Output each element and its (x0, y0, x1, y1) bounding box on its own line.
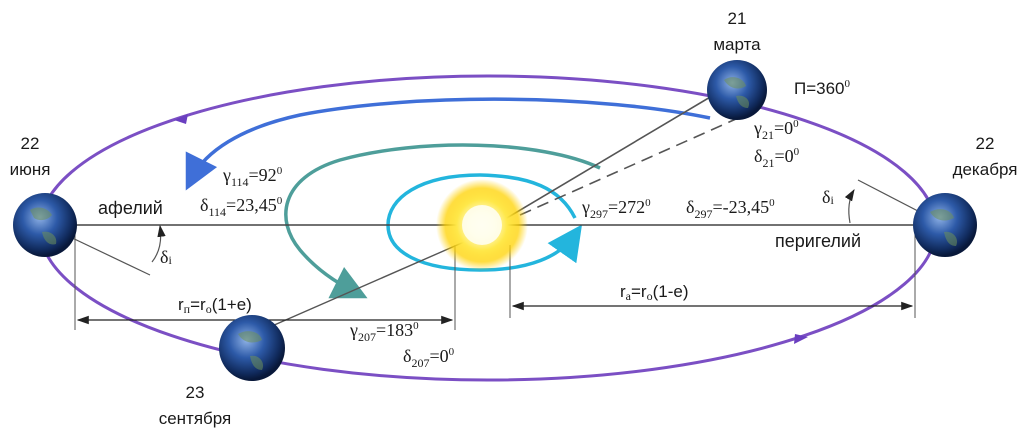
pi-label: П=3600 (794, 78, 851, 98)
date-june-month: июня (10, 160, 51, 179)
date-march-day: 21 (728, 9, 747, 28)
ra-formula: ra=ro(1-e) (620, 282, 689, 303)
earth-march (707, 60, 767, 120)
delta-207-label: δ207=00 (403, 346, 455, 370)
gamma-207-label: γ207=1830 (349, 320, 419, 344)
earth-september (219, 315, 285, 381)
date-september-month: сентября (159, 409, 232, 428)
date-march-month: марта (713, 35, 761, 54)
earth-december (913, 193, 977, 257)
earth-june (13, 193, 77, 257)
gamma-114-label: γ114=920 (222, 165, 283, 189)
sun-core (462, 205, 502, 245)
gamma-297-label: γ297=2720 (581, 197, 651, 221)
delta-114-label: δ114=23,450 (200, 195, 283, 219)
date-december-day: 22 (976, 134, 995, 153)
delta-i-label-december: δi (822, 187, 834, 207)
gamma-21-label: γ21=00 (753, 118, 799, 142)
rp-formula: rп=ro(1+e) (178, 295, 252, 316)
delta-21-label: δ21=00 (754, 146, 800, 170)
date-december-month: декабря (953, 160, 1018, 179)
date-june-day: 22 (21, 134, 40, 153)
tilt-arc-december (849, 190, 854, 223)
perihelion-label: перигелий (775, 231, 861, 251)
date-september-day: 23 (186, 383, 205, 402)
delta-i-label-june: δi (160, 247, 172, 267)
delta-297-label: δ297=-23,450 (686, 197, 775, 221)
aphelion-label: афелий (98, 198, 163, 218)
